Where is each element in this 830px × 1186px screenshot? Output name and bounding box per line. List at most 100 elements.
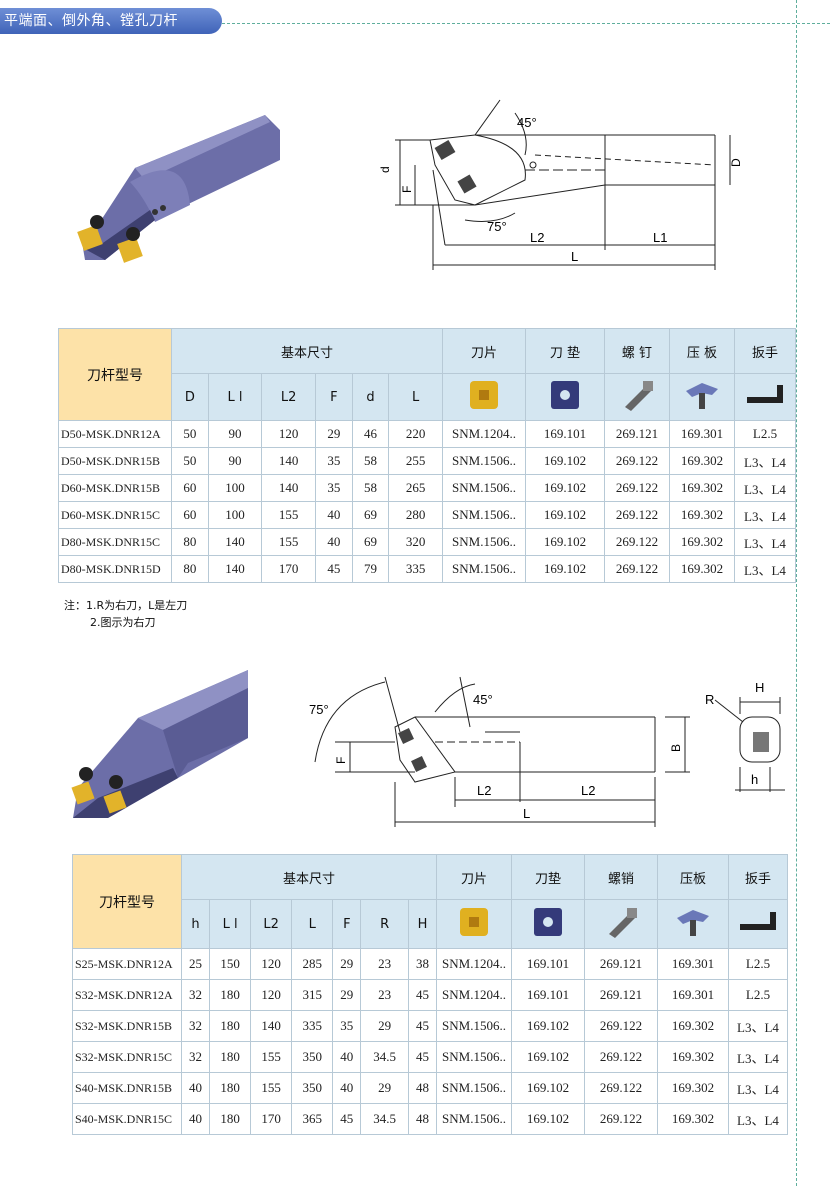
value-cell: 140 [207,555,263,583]
screw-header: 螺 钉 [604,328,670,374]
value-cell: L3、L4 [728,1010,788,1042]
value-cell: 169.101 [525,420,605,448]
value-cell: SNM.1506.. [436,1041,512,1073]
insert-header: 刀片 [442,328,526,374]
value-cell: 140 [261,474,316,502]
dim-header: h [180,899,211,949]
clamp-header: 压板 [657,854,729,900]
value-cell: 155 [250,1072,293,1104]
value-cell: 269.122 [584,1072,658,1104]
value-cell: 38 [407,948,438,980]
value-cell: 269.122 [604,474,670,502]
model-cell: D80-MSK.DNR15D [58,555,172,583]
value-cell: 169.301 [669,420,735,448]
value-cell: 265 [388,474,443,502]
value-cell: L3、L4 [734,501,796,529]
value-cell: 169.301 [657,979,729,1011]
wrench-header: 扳手 [728,854,788,900]
dim-header: H [407,899,438,949]
dim-header: L2 [250,899,293,949]
svg-text:R: R [705,692,714,707]
value-cell: 269.122 [604,447,670,475]
value-cell: 169.302 [657,1010,729,1042]
value-cell: 60 [171,474,209,502]
model-column-header: 刀杆型号 [58,328,172,421]
value-cell: L3、L4 [734,474,796,502]
value-cell: 155 [261,501,316,529]
dim-header: F [332,899,362,949]
value-cell: 32 [180,979,211,1011]
value-cell: 35 [315,447,353,475]
value-cell: 169.302 [669,474,735,502]
svg-text:L2: L2 [530,230,544,245]
boring-bar-round-illustration [77,115,280,263]
insert-icon [442,373,526,421]
dim-header: F [315,373,353,421]
value-cell: 40 [332,1041,362,1073]
value-cell: L3、L4 [734,528,796,556]
value-cell: L3、L4 [734,447,796,475]
value-cell: 58 [351,447,390,475]
value-cell: 280 [388,501,443,529]
svg-text:L2: L2 [477,783,491,798]
value-cell: 169.302 [657,1103,729,1135]
value-cell: 169.102 [525,555,605,583]
value-cell: 40 [180,1072,211,1104]
shim-icon [525,373,605,421]
value-cell: 180 [209,1103,252,1135]
wrench-header: 扳手 [734,328,796,374]
value-cell: 269.121 [584,948,658,980]
value-cell: 269.122 [584,1010,658,1042]
model-cell: S40-MSK.DNR15C [72,1103,182,1135]
svg-text:75°: 75° [309,702,329,717]
value-cell: 169.101 [511,948,585,980]
value-cell: 269.121 [604,420,670,448]
model-cell: S25-MSK.DNR12A [72,948,182,980]
value-cell: 29 [332,948,362,980]
dim-header: R [360,899,409,949]
value-cell: SNM.1506.. [442,447,526,475]
dim-header: L2 [261,373,316,421]
svg-text:L2: L2 [581,783,595,798]
value-cell: L2.5 [728,948,788,980]
value-cell: 25 [180,948,211,980]
model-cell: D50-MSK.DNR12A [58,420,172,448]
value-cell: 23 [360,948,409,980]
value-cell: 35 [332,1010,362,1042]
value-cell: 170 [261,555,316,583]
value-cell: 45 [407,979,438,1011]
value-cell: SNM.1506.. [436,1072,512,1104]
value-cell: 269.122 [604,501,670,529]
value-cell: 365 [291,1103,334,1135]
value-cell: 169.101 [511,979,585,1011]
model-cell: S32-MSK.DNR15B [72,1010,182,1042]
value-cell: 35 [315,474,353,502]
value-cell: 140 [250,1010,293,1042]
value-cell: 40 [315,501,353,529]
shim-header: 刀垫 [511,854,585,900]
model-cell: S32-MSK.DNR12A [72,979,182,1011]
value-cell: 40 [315,528,353,556]
value-cell: 220 [388,420,443,448]
value-cell: 69 [351,528,390,556]
clamp-header: 压 板 [669,328,735,374]
value-cell: 269.122 [584,1103,658,1135]
value-cell: 48 [407,1072,438,1104]
svg-text:d: d [378,166,392,173]
technical-drawing-square-bar: 75° 45° F B L2 L2 L R H h [309,676,785,827]
value-cell: 120 [250,979,293,1011]
value-cell: 169.301 [657,948,729,980]
value-cell: SNM.1506.. [436,1103,512,1135]
value-cell: 335 [388,555,443,583]
dim-header: L l [207,373,263,421]
value-cell: 169.302 [669,528,735,556]
value-cell: 180 [209,1041,252,1073]
svg-text:45°: 45° [473,692,493,707]
value-cell: 285 [291,948,334,980]
section-title: 平端面、倒外角、镗孔刀杆 [0,8,222,34]
value-cell: SNM.1506.. [442,528,526,556]
